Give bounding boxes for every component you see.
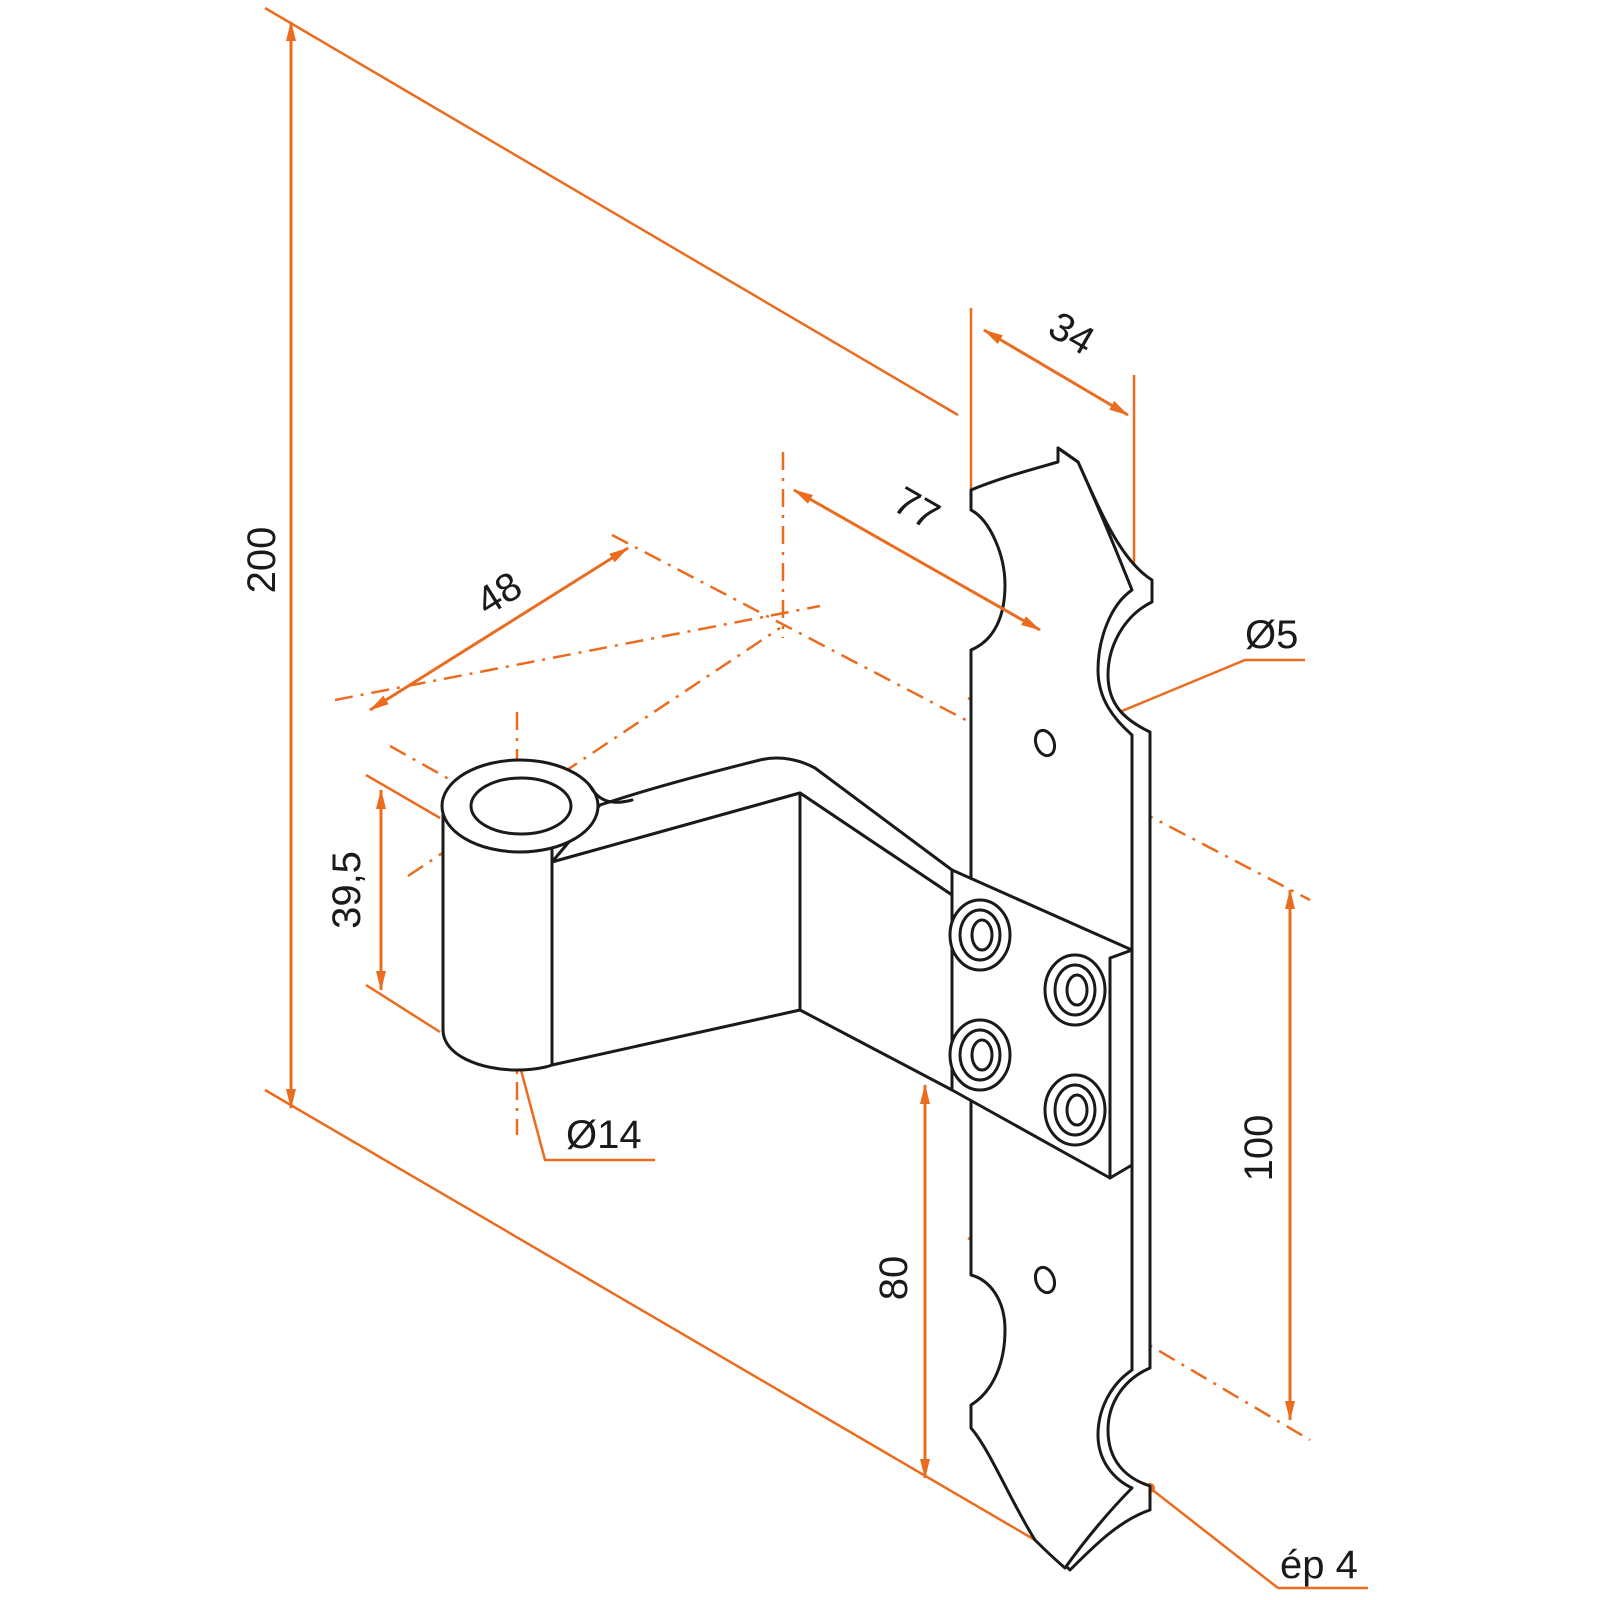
label-knuckle-height: 39,5 (325, 851, 369, 929)
bolt-top-left (948, 898, 1012, 972)
bolt-top-right (1043, 953, 1107, 1027)
label-arm-height-from-bottom: 80 (872, 1256, 916, 1301)
ext-bottom-39-5 (365, 983, 441, 1034)
label-plate-width: 34 (1041, 304, 1102, 364)
dim-line-48 (369, 546, 629, 712)
ext-top-200 (264, 6, 959, 417)
knuckle-arm-fillet (588, 784, 634, 804)
dim-line-77 (793, 488, 1041, 632)
hinge-part (440, 446, 1154, 1572)
center-48-right (611, 533, 1311, 902)
label-hole-spacing: 100 (1237, 1115, 1281, 1182)
arm-top-face (550, 756, 954, 897)
label-plate-thickness: ép 4 (1280, 1543, 1358, 1587)
plate-top-edge (1056, 446, 1080, 464)
dimension-lines (286, 21, 1295, 1479)
plate-bottom-screw-hole (1033, 1265, 1057, 1295)
plate-top-screw-hole (1033, 728, 1057, 758)
arm-twist-face (798, 791, 954, 1092)
bolt-bottom-left (948, 1018, 1012, 1092)
arm-flange-side (1108, 948, 1134, 1180)
flange-bolts (948, 898, 1107, 1147)
leader-ep4 (1149, 1487, 1279, 1589)
bolt-bottom-right (1043, 1073, 1107, 1147)
label-knuckle-diameter: Ø14 (566, 1113, 642, 1157)
label-overall-height: 200 (240, 527, 284, 594)
label-arm-projection: 77 (886, 479, 947, 539)
label-screw-hole-diameter: Ø5 (1245, 613, 1298, 657)
knuckle-pin-bore (469, 776, 573, 836)
dim-line-34 (983, 328, 1129, 417)
ext-bottom-200 (264, 1088, 1036, 1542)
ext-top-39-5 (365, 773, 441, 820)
leader-d14 (515, 1054, 655, 1162)
